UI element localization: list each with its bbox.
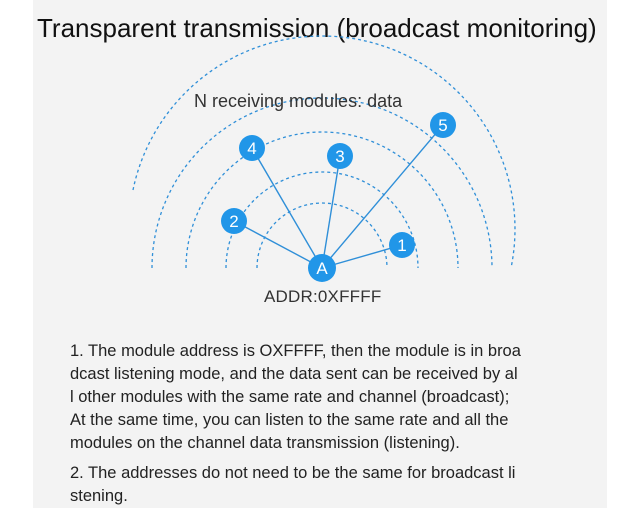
address-label: ADDR:0XFFFF (264, 287, 382, 306)
node-5: 5 (430, 112, 456, 138)
broadcast-arcs (132, 35, 516, 269)
description: 1. The module address is OXFFFF, then th… (70, 340, 590, 515)
receiving-modules-label: N receiving modules: data (194, 91, 403, 111)
broadcast-diagram: 1 2 3 4 5 A (132, 35, 516, 282)
arc-5 (132, 35, 516, 269)
link-5 (321, 124, 444, 269)
arc-2 (225, 171, 419, 269)
node-2: 2 (221, 208, 247, 234)
description-item-1: 1. The module address is OXFFFF, then th… (70, 342, 521, 452)
link-2 (233, 220, 323, 269)
broadcast-links (233, 124, 444, 269)
page-title: Transparent transmission (broadcast moni… (37, 13, 597, 43)
description-item-2: 2. The addresses do not need to be the s… (70, 464, 516, 505)
svg-text:4: 4 (247, 139, 256, 158)
svg-text:2: 2 (229, 212, 238, 231)
svg-text:1: 1 (397, 236, 406, 255)
node-3: 3 (327, 143, 353, 169)
node-4: 4 (239, 135, 265, 161)
svg-text:5: 5 (438, 116, 447, 135)
svg-text:A: A (316, 259, 328, 278)
node-1: 1 (389, 232, 415, 258)
link-3 (321, 155, 341, 269)
link-4 (251, 147, 323, 269)
sender-node-a: A (308, 254, 336, 282)
arc-1 (256, 202, 388, 269)
content-panel (33, 0, 607, 508)
arc-4 (151, 97, 493, 269)
svg-text:3: 3 (335, 147, 344, 166)
arc-3 (185, 131, 459, 269)
